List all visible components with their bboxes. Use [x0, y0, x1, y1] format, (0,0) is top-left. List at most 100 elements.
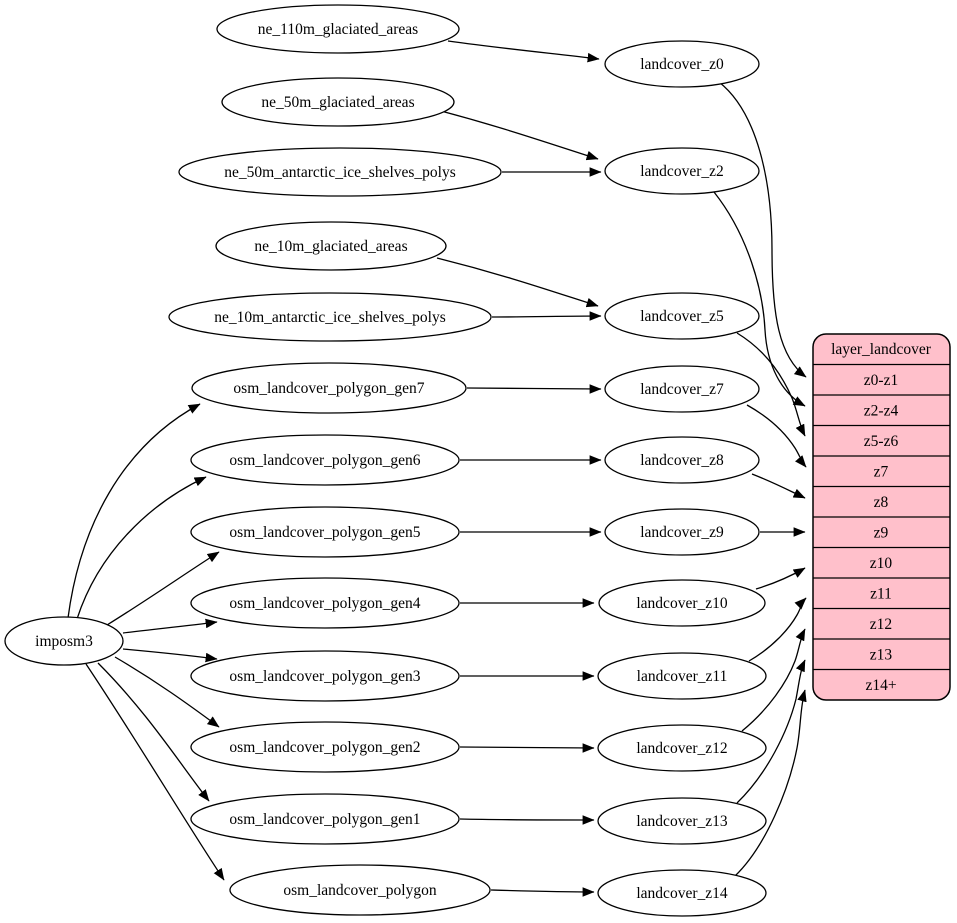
edge-ne50m-glaciated-z2	[440, 110, 599, 161]
node-shape	[604, 292, 760, 340]
node-label: osm_landcover_polygon_gen4	[229, 595, 420, 612]
node-label: ne_110m_glaciated_areas	[258, 21, 418, 38]
edge-imposm3-gen4	[122, 618, 218, 634]
node-osm_landcover_polygon: osm_landcover_polygon	[229, 864, 491, 916]
node-shape	[216, 4, 460, 54]
table-row-z11: z11	[870, 586, 892, 603]
node-label: landcover_z2	[640, 163, 724, 180]
node-shape	[604, 147, 760, 195]
edge-imposm3-gen6	[76, 476, 207, 620]
edge-z0-row-z0z1	[718, 81, 807, 378]
edge-imposm3-gen1	[97, 662, 210, 802]
table-row-z7: z7	[874, 464, 889, 481]
node-shape	[604, 508, 760, 556]
edge-gen7-z7	[466, 384, 602, 394]
node-shape	[168, 292, 492, 342]
node-label: landcover_z5	[640, 308, 724, 325]
node-shape	[191, 362, 467, 414]
node-imposm3-shape	[4, 616, 124, 666]
edge-z12-row-z12	[741, 628, 806, 732]
node-landcover_z0: landcover_z0	[604, 40, 760, 88]
table-row-z9: z9	[874, 525, 889, 542]
edge-z14-row-z14plus	[734, 689, 807, 877]
node-shape	[597, 724, 767, 772]
node-label: osm_landcover_polygon_gen2	[229, 739, 420, 756]
edge-z2-row-z2z4	[713, 191, 806, 407]
node-label: landcover_z9	[640, 524, 724, 541]
node-label: ne_10m_antarctic_ice_shelves_polys	[214, 309, 446, 326]
node-shape	[597, 652, 767, 700]
node-shape	[190, 506, 460, 558]
node-label: osm_landcover_polygon_gen1	[229, 811, 420, 828]
node-osm_landcover_polygon_gen5: osm_landcover_polygon_gen5	[190, 506, 460, 558]
node-label: osm_landcover_polygon_gen5	[229, 524, 420, 541]
edges-group	[67, 40, 807, 897]
node-shape	[190, 721, 460, 773]
node-shape	[215, 221, 447, 271]
edge-z8-row-z8	[751, 473, 806, 499]
node-label: osm_landcover_polygon	[283, 882, 437, 899]
edge-z11-row-z11	[748, 597, 807, 662]
node-shape	[221, 77, 455, 127]
edge-ne10m-glaciated-z5	[436, 257, 599, 308]
node-shape	[190, 434, 460, 486]
node-label: ne_10m_glaciated_areas	[254, 238, 407, 255]
node-label: osm_landcover_polygon_gen6	[229, 452, 420, 469]
node-landcover_z12: landcover_z12	[597, 724, 767, 772]
node-ne_50m_antarctic_ice_shelves_polys: ne_50m_antarctic_ice_shelves_polys	[178, 147, 502, 197]
edge-gen1-z13	[459, 815, 595, 825]
node-ne_10m_antarctic_ice_shelves_polys: ne_10m_antarctic_ice_shelves_polys	[168, 292, 492, 342]
node-osm_landcover_polygon_gen2: osm_landcover_polygon_gen2	[190, 721, 460, 773]
node-ne_10m_glaciated_areas: ne_10m_glaciated_areas	[215, 221, 447, 271]
edge-z13-row-z13	[736, 659, 806, 804]
node-label: landcover_z8	[640, 452, 724, 469]
node-osm_landcover_polygon_gen6: osm_landcover_polygon_gen6	[190, 434, 460, 486]
node-label: landcover_z11	[637, 668, 728, 685]
node-imposm3: imposm3	[4, 616, 124, 666]
node-imposm3-label: imposm3	[35, 633, 93, 650]
node-shape	[597, 797, 767, 845]
table-row-z5-z6: z5-z6	[864, 433, 899, 450]
table-row-z2-z4: z2-z4	[864, 403, 899, 420]
table-row-z13: z13	[870, 647, 893, 664]
edge-z10-row-z10	[755, 567, 806, 590]
table-row-z0-z1: z0-z1	[864, 372, 898, 389]
node-landcover_z11: landcover_z11	[597, 652, 767, 700]
node-label: osm_landcover_polygon_gen3	[229, 668, 420, 685]
edge-imposm3-gen5	[106, 551, 220, 626]
node-landcover_z2: landcover_z2	[604, 147, 760, 195]
node-label: landcover_z14	[636, 885, 727, 902]
table-row-z12: z12	[870, 616, 892, 633]
node-osm_landcover_polygon_gen1: osm_landcover_polygon_gen1	[190, 793, 460, 845]
edge-ne110m-z0	[447, 40, 600, 63]
node-osm_landcover_polygon_gen7: osm_landcover_polygon_gen7	[191, 362, 467, 414]
node-shape	[229, 864, 491, 916]
node-shape	[604, 436, 760, 484]
node-shape	[190, 577, 460, 629]
node-landcover_z10: landcover_z10	[598, 579, 766, 627]
edge-imposm3-polygon	[85, 663, 225, 881]
node-label: osm_landcover_polygon_gen7	[233, 380, 424, 397]
node-landcover_z8: landcover_z8	[604, 436, 760, 484]
table-row-z8: z8	[874, 494, 889, 511]
table-row-z14plus: z14+	[865, 677, 896, 694]
node-ne_50m_glaciated_areas: ne_50m_glaciated_areas	[221, 77, 455, 127]
node-landcover_z13: landcover_z13	[597, 797, 767, 845]
node-landcover_z7: landcover_z7	[604, 365, 760, 413]
node-label: landcover_z12	[636, 740, 727, 757]
node-landcover_z5: landcover_z5	[604, 292, 760, 340]
edge-gen2-z12	[459, 743, 595, 753]
node-shape	[604, 365, 760, 413]
edge-imposm3-gen3	[122, 648, 218, 663]
node-osm_landcover_polygon_gen4: osm_landcover_polygon_gen4	[190, 577, 460, 629]
node-label: landcover_z13	[636, 813, 727, 830]
table-title: layer_landcover	[831, 341, 932, 358]
edge-imposm3-gen7	[67, 403, 201, 619]
node-landcover_z14: landcover_z14	[597, 869, 767, 917]
table-row-z10: z10	[870, 555, 893, 572]
node-layer_landcover-table: layer_landcover z0-z1 z2-z4 z5-z6 z7 z8 …	[812, 333, 951, 701]
edge-imposm3-gen2	[114, 656, 220, 728]
node-label: landcover_z10	[636, 595, 727, 612]
